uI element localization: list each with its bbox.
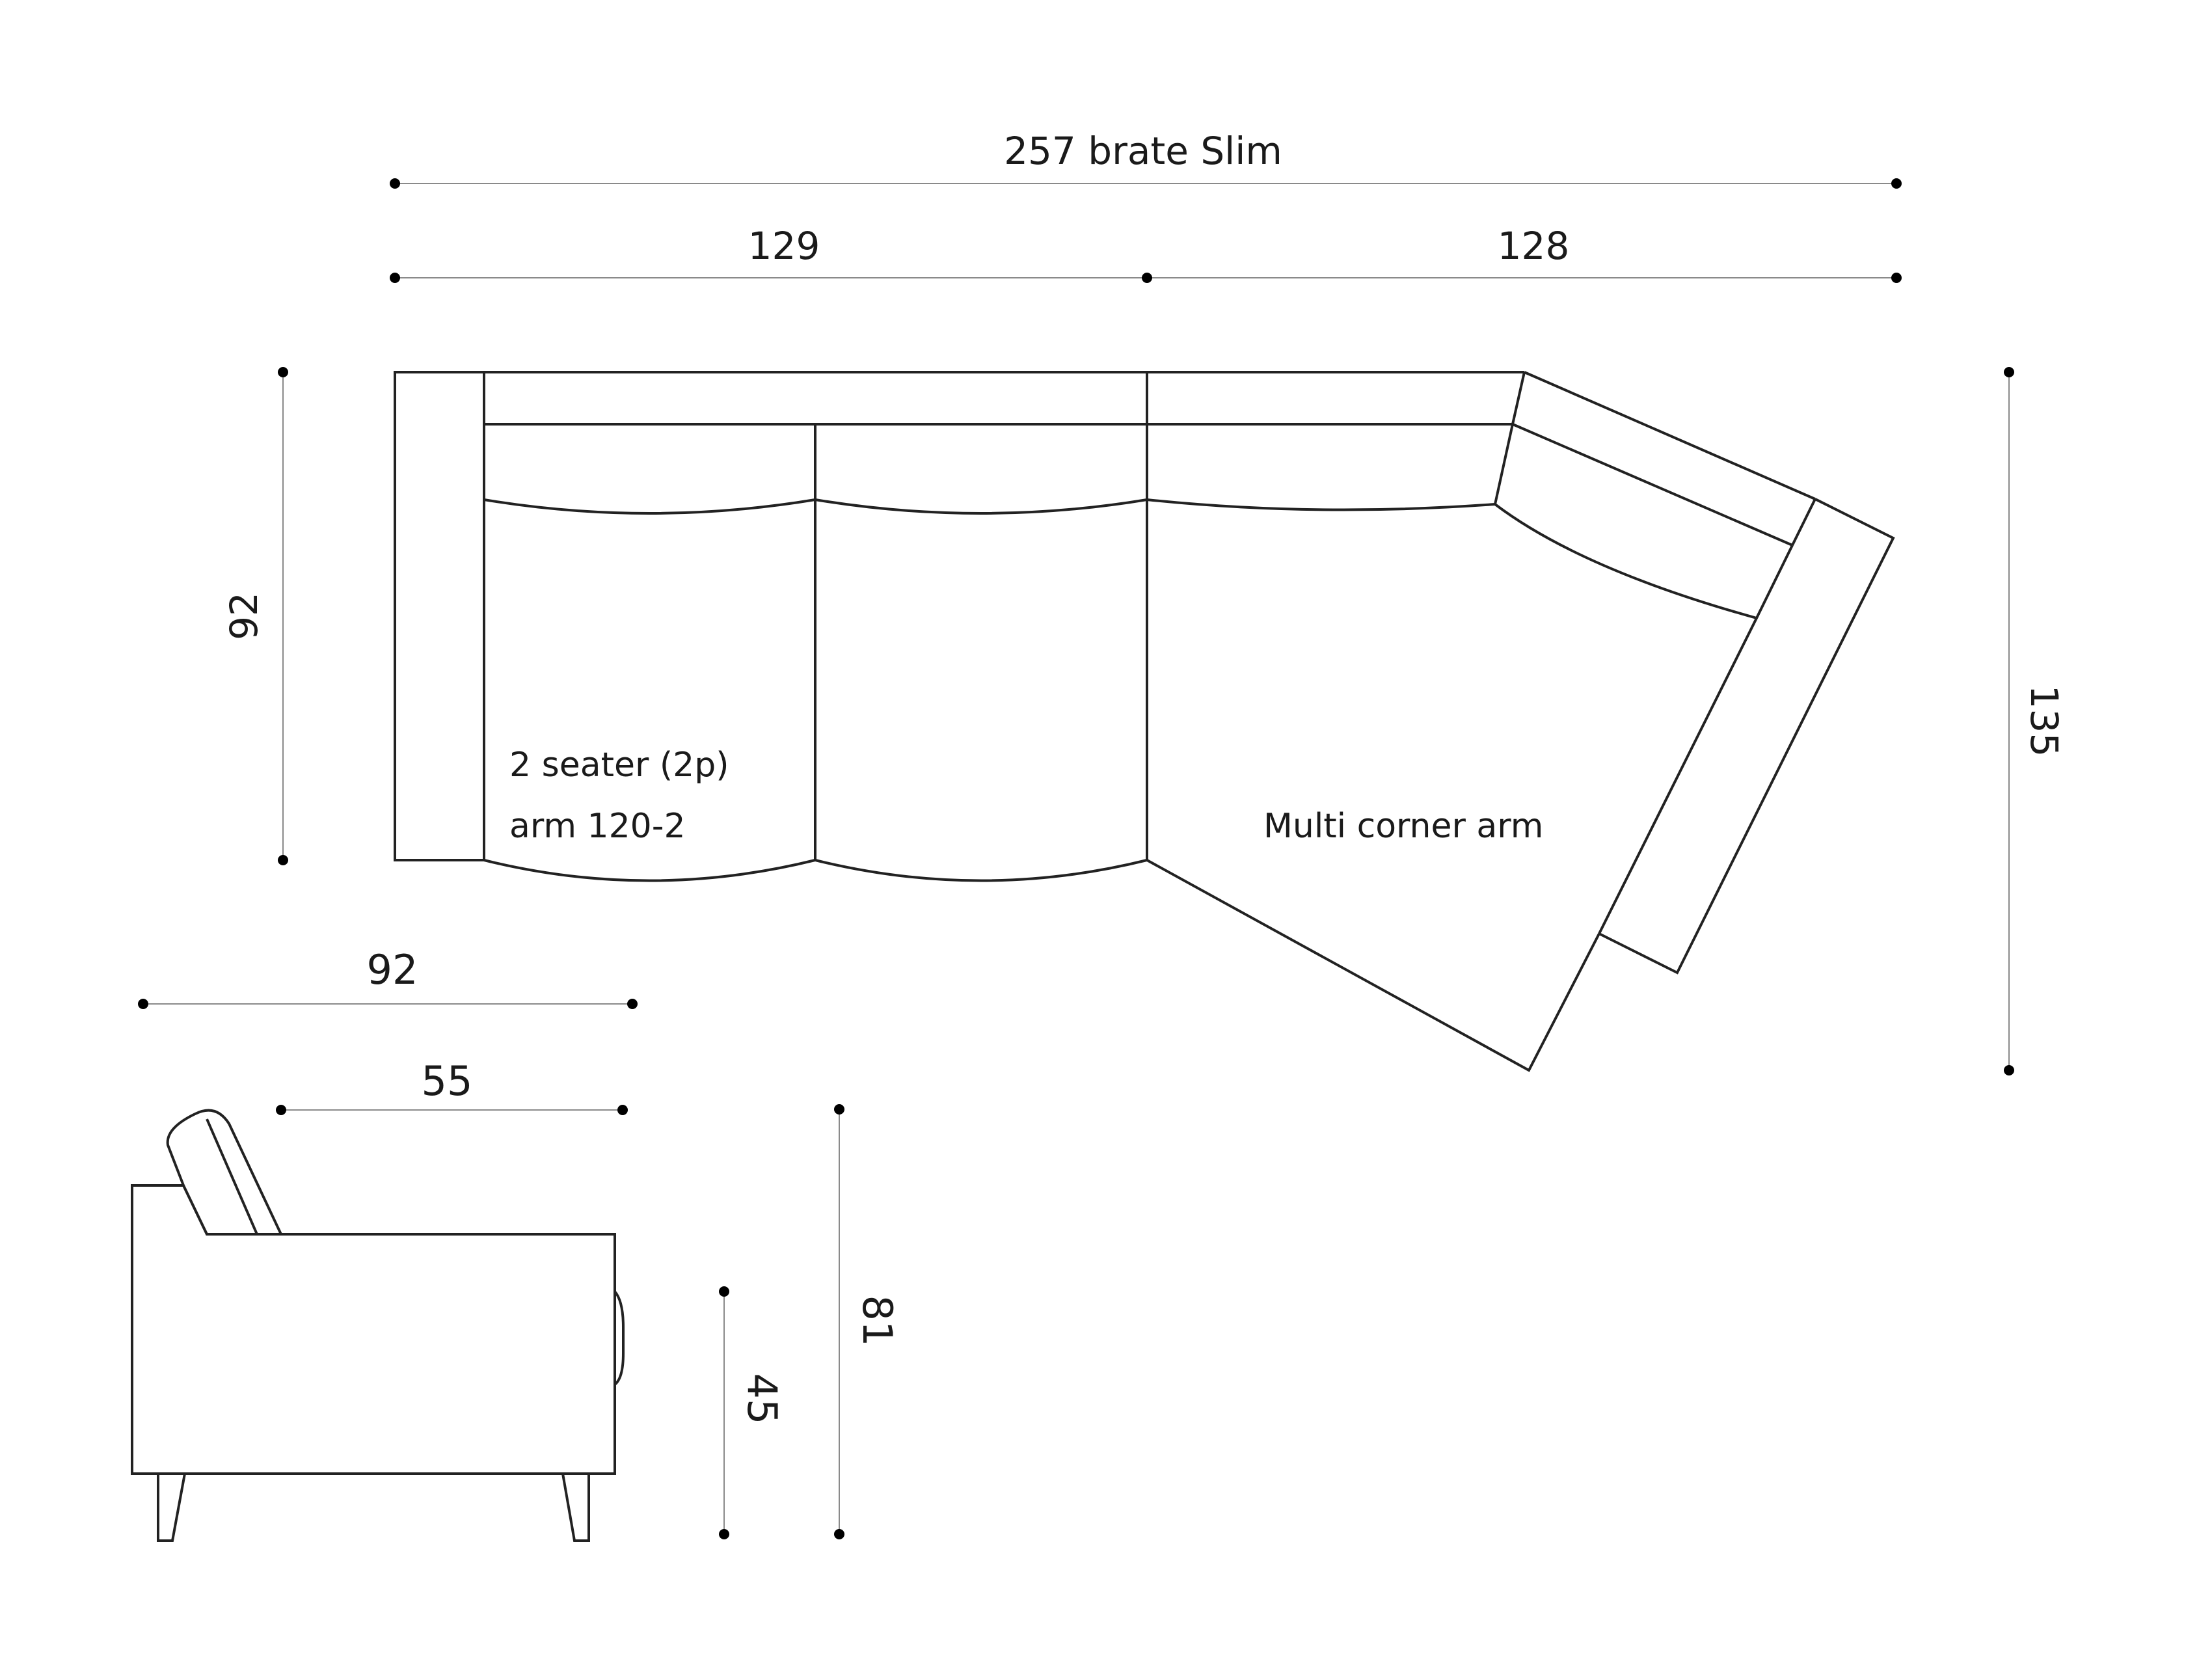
left-armrest xyxy=(394,371,485,861)
module-left-label-2: arm 120-2 xyxy=(509,807,686,846)
front-leg xyxy=(561,1473,590,1542)
seat-height-label: 45 xyxy=(738,1373,786,1425)
dimension-total-height: 81 xyxy=(834,1104,901,1539)
total-height-label: 81 xyxy=(854,1295,901,1347)
back-cushion xyxy=(166,1109,284,1236)
dimension-total-width: 257 brate Slim xyxy=(390,129,1902,189)
corner-front-edge xyxy=(1146,859,1600,1072)
right-width-label: 128 xyxy=(1498,224,1570,268)
sofa-side-view xyxy=(131,1109,625,1542)
seat-cushion-dividers xyxy=(483,424,1148,860)
cushion-back-curves xyxy=(483,498,1757,619)
right-depth-label: 135 xyxy=(2022,685,2066,757)
side-total-depth-label: 92 xyxy=(367,946,418,994)
seat-front-curves xyxy=(483,858,1148,882)
dimension-left-depth: 92 xyxy=(222,367,288,865)
front-cushion-bulge xyxy=(614,1290,625,1386)
right-armrest xyxy=(1598,498,1895,975)
back-leg xyxy=(157,1473,186,1542)
module-left-label-1: 2 seater (2p) xyxy=(509,746,729,785)
sofa-plan-view: 2 seater (2p) arm 120-2 Multi corner arm xyxy=(394,371,1895,1072)
total-width-label: 257 brate Slim xyxy=(1004,129,1282,173)
seat-depth-label: 55 xyxy=(422,1057,473,1105)
left-depth-label: 92 xyxy=(222,592,266,640)
dimension-split-width: 129 128 xyxy=(390,224,1902,283)
back-cushion-seam xyxy=(206,1118,258,1235)
dimension-seat-depth: 55 xyxy=(276,1057,628,1115)
dimension-side-total-depth: 92 xyxy=(138,946,638,1009)
dimension-seat-height: 45 xyxy=(719,1286,786,1539)
corner-inner-edge xyxy=(1494,424,1794,934)
module-right-label: Multi corner arm xyxy=(1263,807,1543,846)
dimension-right-depth: 135 xyxy=(2004,367,2066,1075)
backrest-angled xyxy=(1511,371,1816,547)
left-width-label: 129 xyxy=(748,224,820,268)
backrest-straight xyxy=(484,371,1524,426)
